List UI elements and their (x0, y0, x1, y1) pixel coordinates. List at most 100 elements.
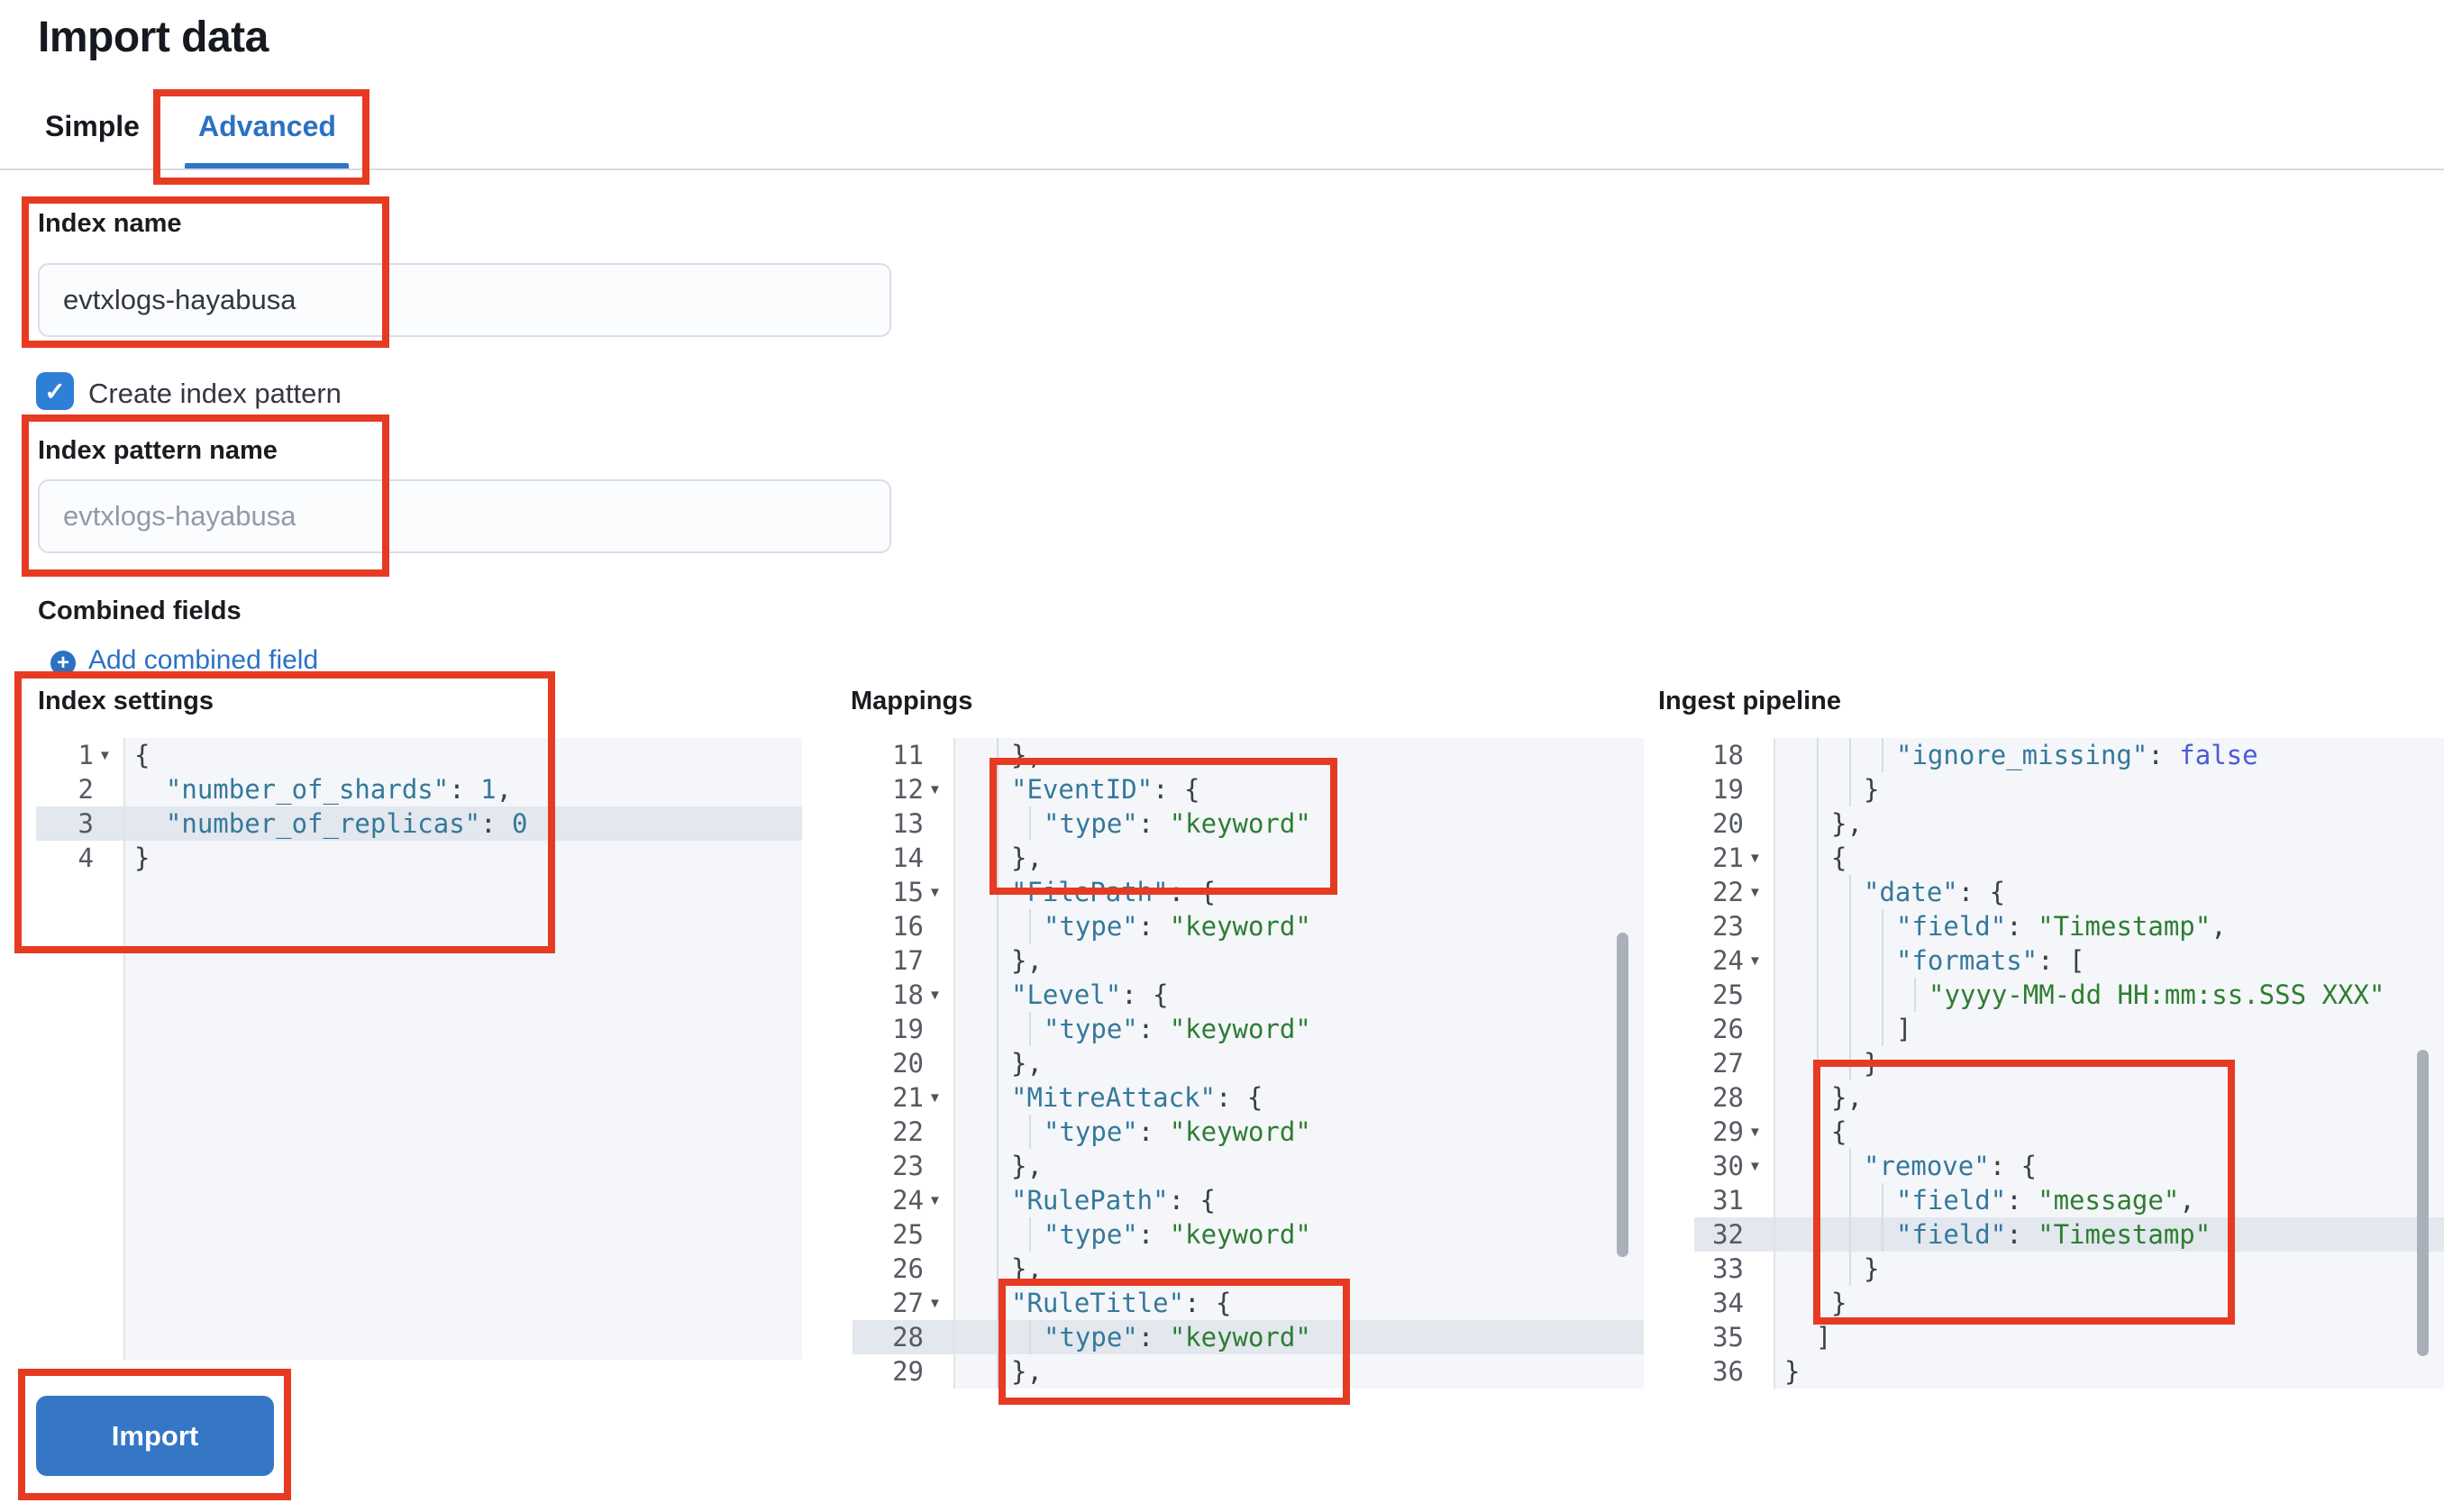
line-number: 32 (1712, 1219, 1744, 1250)
indent-guide (1849, 943, 1851, 978)
code-line-content: }, (953, 1046, 1644, 1080)
indent-guide (1817, 1012, 1819, 1046)
fold-arrow-icon[interactable]: ▼ (928, 884, 942, 900)
indent-guide (1817, 1286, 1819, 1320)
indent-guide (997, 1217, 999, 1252)
code-line-content: "type": "keyword" (953, 1217, 1644, 1252)
line-number: 13 (892, 808, 924, 839)
index-pattern-name-input[interactable] (38, 479, 891, 553)
fold-arrow-icon[interactable]: ▼ (928, 1192, 942, 1208)
index-settings-editor[interactable]: 1▼{2 "number_of_shards": 1,3 "number_of_… (36, 738, 802, 1360)
tab-advanced[interactable]: Advanced (198, 110, 336, 142)
import-button[interactable]: Import (36, 1396, 274, 1476)
code-line-content: "date": { (1774, 875, 2444, 909)
code-line: 25"yyyy-MM-dd HH:mm:ss.SSS XXX" (1694, 978, 2444, 1012)
code-line-content: "number_of_replicas": 0 (123, 806, 802, 841)
line-number-gutter: 25 (853, 1217, 953, 1252)
fold-arrow-icon[interactable]: ▼ (928, 781, 942, 797)
code-line: 36} (1694, 1354, 2444, 1389)
fold-arrow-icon[interactable]: ▼ (1748, 884, 1762, 900)
code-line: 24▼"RulePath": { (853, 1183, 1644, 1217)
create-index-pattern-checkbox[interactable]: ✓ (36, 372, 74, 410)
line-number: 25 (892, 1219, 924, 1250)
indent-guide (1029, 1320, 1031, 1354)
line-number: 36 (1712, 1356, 1744, 1387)
line-number-gutter: 35 (1694, 1320, 1774, 1354)
line-number-gutter: 29▼ (1694, 1115, 1774, 1149)
line-number-gutter: 24▼ (1694, 943, 1774, 978)
line-number: 2 (78, 774, 94, 805)
code-line-content: "type": "keyword" (953, 1012, 1644, 1046)
line-number-gutter: 26 (1694, 1012, 1774, 1046)
line-number: 20 (1712, 808, 1744, 839)
code-line-content: }, (953, 1354, 1644, 1389)
line-number: 23 (892, 1151, 924, 1181)
code-line: 27▼"RuleTitle": { (853, 1286, 1644, 1320)
code-line-content: "remove": { (1774, 1149, 2444, 1183)
line-number-gutter: 20 (1694, 806, 1774, 841)
mappings-scrollbar[interactable] (1617, 933, 1628, 1257)
indent-guide (997, 943, 999, 978)
fold-arrow-icon[interactable]: ▼ (98, 747, 112, 763)
tab-simple[interactable]: Simple (45, 110, 140, 142)
code-line-content: "type": "keyword" (953, 1320, 1644, 1354)
fold-arrow-icon[interactable]: ▼ (928, 1295, 942, 1311)
combined-fields-label: Combined fields (38, 597, 242, 625)
line-number: 26 (892, 1253, 924, 1284)
index-name-input[interactable] (38, 263, 891, 337)
line-number-gutter: 12▼ (853, 772, 953, 806)
code-line-content: "type": "keyword" (953, 806, 1644, 841)
code-line: 21▼"MitreAttack": { (853, 1080, 1644, 1115)
line-number: 22 (892, 1116, 924, 1147)
code-line-highlighted: 32"field": "Timestamp" (1694, 1217, 2444, 1252)
fold-arrow-icon[interactable]: ▼ (1748, 1158, 1762, 1174)
line-number-gutter: 27 (1694, 1046, 1774, 1080)
fold-arrow-icon[interactable]: ▼ (1748, 1124, 1762, 1140)
fold-arrow-icon[interactable]: ▼ (1748, 850, 1762, 866)
indent-guide (1817, 1252, 1819, 1286)
line-number-gutter: 33 (1694, 1252, 1774, 1286)
line-number-gutter: 13 (853, 806, 953, 841)
code-line-content: "field": "message", (1774, 1183, 2444, 1217)
line-number-gutter: 18 (1694, 738, 1774, 772)
line-number: 11 (892, 740, 924, 770)
fold-arrow-icon[interactable]: ▼ (1748, 952, 1762, 969)
indent-guide (997, 1080, 999, 1115)
indent-guide (997, 1183, 999, 1217)
code-line: 22▼"date": { (1694, 875, 2444, 909)
indent-guide (997, 1286, 999, 1320)
code-line: 28}, (1694, 1080, 2444, 1115)
line-number: 29 (1712, 1116, 1744, 1147)
fold-arrow-icon[interactable]: ▼ (928, 1089, 942, 1106)
line-number: 26 (1712, 1014, 1744, 1044)
code-line-highlighted: 28"type": "keyword" (853, 1320, 1644, 1354)
line-number: 19 (892, 1014, 924, 1044)
indent-guide (997, 772, 999, 806)
code-line: 27} (1694, 1046, 2444, 1080)
add-combined-field-link[interactable]: Add combined field (88, 645, 319, 675)
indent-guide (1849, 1012, 1851, 1046)
line-number: 20 (892, 1048, 924, 1079)
code-line-content: "number_of_shards": 1, (123, 772, 802, 806)
code-line: 11}, (853, 738, 1644, 772)
indent-guide (1849, 909, 1851, 943)
line-number: 16 (892, 911, 924, 942)
indent-guide (997, 841, 999, 875)
line-number: 31 (1712, 1185, 1744, 1216)
code-line-content: ] (1774, 1012, 2444, 1046)
code-line-content: } (1774, 1046, 2444, 1080)
indent-guide (1029, 1115, 1031, 1149)
ingest-pipeline-scrollbar[interactable] (2417, 1050, 2429, 1356)
code-line: 18▼"Level": { (853, 978, 1644, 1012)
indent-guide (997, 738, 999, 772)
fold-arrow-icon[interactable]: ▼ (928, 987, 942, 1003)
indent-guide (1817, 875, 1819, 909)
indent-guide (997, 1115, 999, 1149)
code-line-content: "ignore_missing": false (1774, 738, 2444, 772)
indent-guide (997, 978, 999, 1012)
create-index-pattern-label: Create index pattern (88, 378, 342, 409)
indent-guide (1817, 1149, 1819, 1183)
code-line-content: } (1774, 1286, 2444, 1320)
mappings-editor[interactable]: 11},12▼"EventID": {13"type": "keyword"14… (853, 738, 1644, 1389)
